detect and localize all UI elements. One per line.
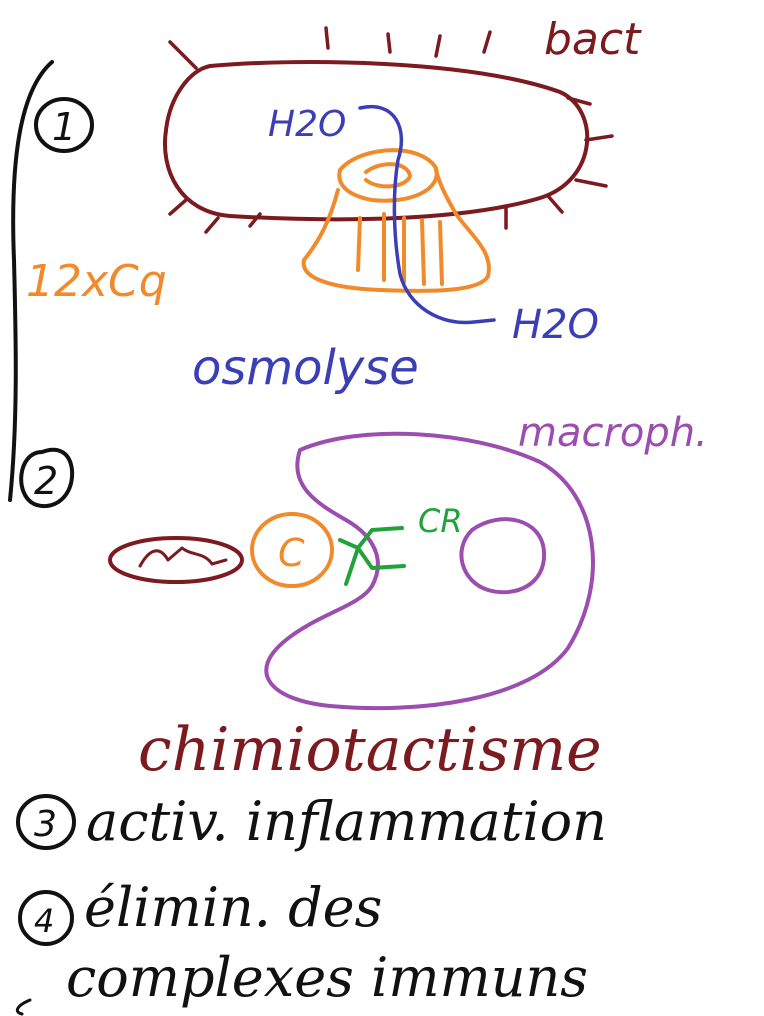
antigen-scribble bbox=[138, 546, 228, 568]
step-4-circle bbox=[18, 890, 74, 946]
left-bracket bbox=[8, 60, 54, 502]
complement-pore-sketch bbox=[301, 148, 491, 293]
macrophage-outline bbox=[264, 431, 595, 711]
bacterium-outline bbox=[163, 60, 590, 222]
inflammation-text: activ. inflammation bbox=[86, 790, 607, 853]
macrophage-label: macroph. bbox=[518, 410, 708, 456]
step-2-circle bbox=[19, 447, 75, 508]
osmolysis-label: osmolyse bbox=[192, 340, 419, 396]
complement-circle bbox=[250, 512, 334, 588]
elimination-line-2: complexes immuns bbox=[66, 946, 588, 1009]
antigen-ellipse bbox=[108, 536, 244, 584]
step-2-number: 2 bbox=[34, 459, 58, 503]
chemotaxis-label: chimiotactisme bbox=[138, 715, 602, 785]
complement-count-label: 12xCq bbox=[26, 256, 167, 307]
complement-letter: C bbox=[278, 531, 305, 575]
elimination-line-1: élimin. des bbox=[84, 876, 382, 939]
macrophage-vacuole bbox=[459, 517, 547, 595]
water-flow-arrow bbox=[358, 104, 496, 325]
step-1-number: 1 bbox=[52, 105, 76, 149]
complement-receptor bbox=[338, 526, 406, 586]
step-4-number: 4 bbox=[34, 902, 54, 940]
bottom-left-curve bbox=[15, 998, 32, 1016]
receptor-label: CR bbox=[418, 502, 463, 540]
water-inner-label: H2O bbox=[268, 104, 346, 145]
step-1-circle bbox=[34, 97, 94, 153]
antigen-label: Ag bbox=[193, 558, 215, 577]
water-out-label: H2O bbox=[512, 302, 599, 348]
bacterium-cilia bbox=[168, 26, 614, 234]
step-3-circle bbox=[16, 794, 76, 850]
bacterium-label: bact bbox=[544, 14, 642, 65]
step-3-number: 3 bbox=[34, 804, 57, 845]
